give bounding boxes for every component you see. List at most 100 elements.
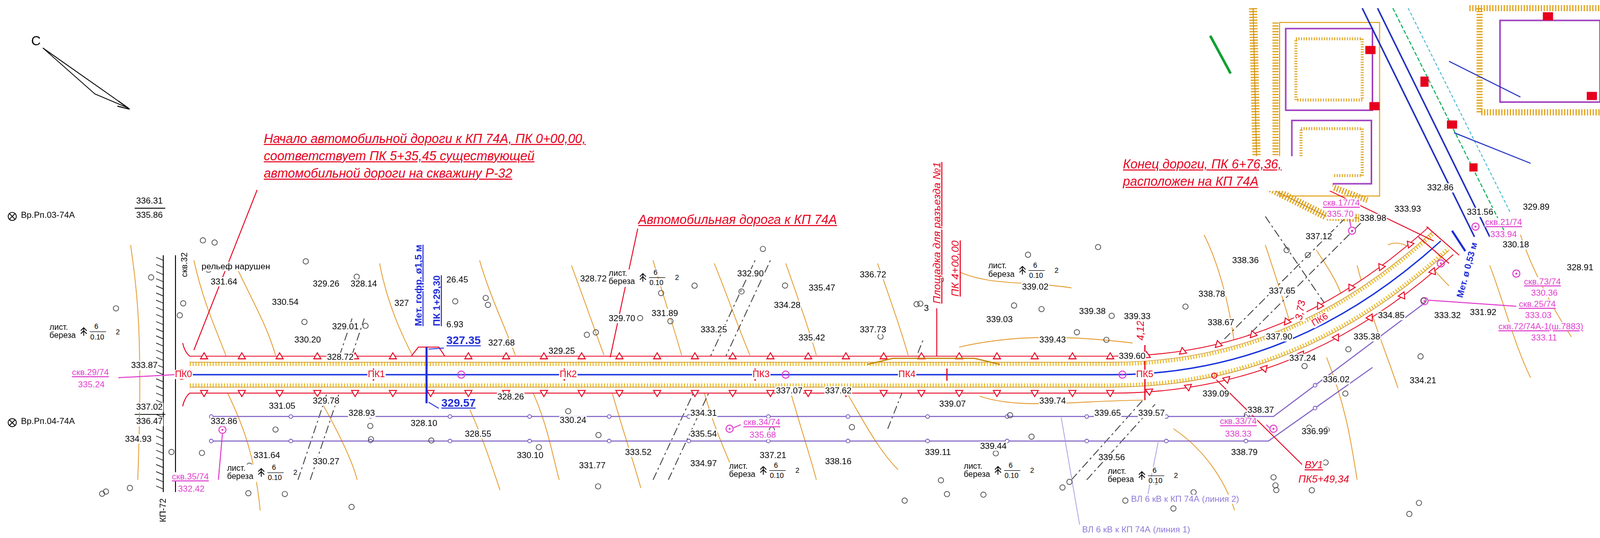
bush-symbol <box>180 300 186 306</box>
well-pad-site-part-part <box>1586 92 1597 101</box>
elevation-mark: 336.02 <box>1322 374 1350 384</box>
vegetation-label: 0.10 <box>1028 271 1044 280</box>
bush-symbol <box>565 408 571 414</box>
well-label: 332.42 <box>177 484 205 494</box>
hatch-tick <box>156 263 164 268</box>
bush-symbol <box>584 331 590 337</box>
pole-symbol <box>448 414 452 419</box>
vegetation-label: 0.10 <box>267 473 283 482</box>
hatch-tick <box>156 307 164 311</box>
bush-symbol <box>902 497 908 503</box>
vegetation-label: 2 <box>1054 266 1060 275</box>
slope-triangle <box>1317 302 1324 310</box>
vegetation-label: лист. береза <box>48 323 81 341</box>
fraction-line <box>1003 469 1021 471</box>
station-label: ПК2 <box>558 369 578 380</box>
benchmark-symbol-part <box>8 212 17 221</box>
elevation-mark: 329.78 <box>312 396 340 406</box>
pole-symbol <box>209 438 214 443</box>
elevation-mark: 328.14 <box>349 279 378 289</box>
slope-triangle <box>766 352 775 359</box>
bush-symbol <box>917 300 923 306</box>
elevation-mark: 328.26 <box>496 392 525 402</box>
slope-triangle <box>653 352 661 359</box>
well-label: скв.17/74 <box>1322 198 1360 208</box>
north-letter: С <box>30 34 42 48</box>
tree-icon <box>760 466 767 475</box>
slope-triangle <box>729 352 737 359</box>
hatch-tick <box>156 457 164 461</box>
contour-lines-part <box>612 392 641 488</box>
contour-lines <box>130 234 1572 511</box>
bush-symbol <box>245 490 251 496</box>
contour-lines-part <box>479 259 516 355</box>
bush-symbol <box>637 315 643 321</box>
slope-triangle <box>993 352 1001 359</box>
elevation-mark: 330.24 <box>558 415 587 425</box>
well-dot <box>1350 229 1353 232</box>
slope-triangle <box>427 390 435 397</box>
fraction-line <box>769 469 786 471</box>
elevation-mark: 334.97 <box>689 458 718 468</box>
pole-symbol <box>846 438 850 443</box>
pole-symbol <box>448 438 452 443</box>
well-dot <box>221 428 224 431</box>
elevation-mark: 338.78 <box>1197 289 1226 299</box>
slope-triangle <box>1366 313 1373 321</box>
well-symbols-part <box>1420 297 1429 305</box>
contour-lines-part <box>790 392 817 480</box>
existing-road-part <box>163 254 176 492</box>
contour-lines-part <box>464 397 500 490</box>
contour-lines-part <box>530 387 559 480</box>
well-label: скв.72/74А-1(ш.7883) <box>1497 321 1584 332</box>
culvert-elevation: 327.35 <box>446 334 482 347</box>
hatch-tick <box>156 371 164 375</box>
well-label: скв.25/74 <box>1518 299 1556 309</box>
elevation-mark: 26.45 <box>446 275 469 285</box>
callout-note: Площадка для разъезда №1 <box>931 161 943 304</box>
pipeline-lines-part <box>1265 216 1327 307</box>
well-pad-site-part-part <box>1446 120 1458 129</box>
culvert-label: ПК 1+29,30 <box>431 274 442 327</box>
hatch-tick <box>156 335 164 339</box>
fraction-line <box>648 277 666 278</box>
elevation-mark: 334.93 <box>124 433 153 443</box>
slope-triangle <box>1398 291 1405 299</box>
elevation-mark: 338.16 <box>824 456 852 466</box>
hatch-tick <box>156 435 164 439</box>
elevation-mark: 328.72 <box>326 352 354 362</box>
elevation-mark: 334.85 <box>1377 310 1406 320</box>
bush-symbol <box>1322 459 1328 465</box>
bush-symbol <box>667 318 673 324</box>
elevation-mark: 327 <box>393 298 409 308</box>
hatch-tick <box>156 442 164 446</box>
slope-triangle <box>276 352 284 359</box>
vegetation-label: 6 <box>653 268 659 277</box>
elevation-mark: 329.26 <box>312 279 340 289</box>
hatch-tick <box>156 471 164 475</box>
slope-triangle <box>276 390 284 397</box>
contour-lines-part <box>379 262 412 355</box>
benchmark-symbol-part <box>134 208 166 414</box>
callout-leaders-part <box>936 308 938 357</box>
well-symbols-part <box>457 370 465 378</box>
vegetation-label: 6 <box>1151 466 1158 474</box>
pole-symbol <box>607 414 611 419</box>
powerline-label: ВЛ 6 кВ к КП 74А (линия 2) <box>1130 494 1240 504</box>
hatch-tick <box>156 385 164 389</box>
road-details-part <box>1211 372 1218 378</box>
bush-symbol <box>1301 363 1308 369</box>
elevation-mark: 330.10 <box>516 450 544 460</box>
elevation-mark: 333.93 <box>1394 204 1422 214</box>
well-centers <box>221 225 1518 431</box>
bush-symbol <box>1025 251 1031 257</box>
bush-symbol <box>1074 329 1080 335</box>
bush-symbol <box>536 443 542 450</box>
vegetation-label: лист. береза <box>1107 467 1139 485</box>
elevation-mark: 337.21 <box>759 450 787 460</box>
hatch-tick <box>156 256 164 260</box>
vegetation-label: 6 <box>94 322 100 331</box>
well-label: скв.35/74 <box>171 471 210 482</box>
bush-symbol <box>367 423 373 429</box>
